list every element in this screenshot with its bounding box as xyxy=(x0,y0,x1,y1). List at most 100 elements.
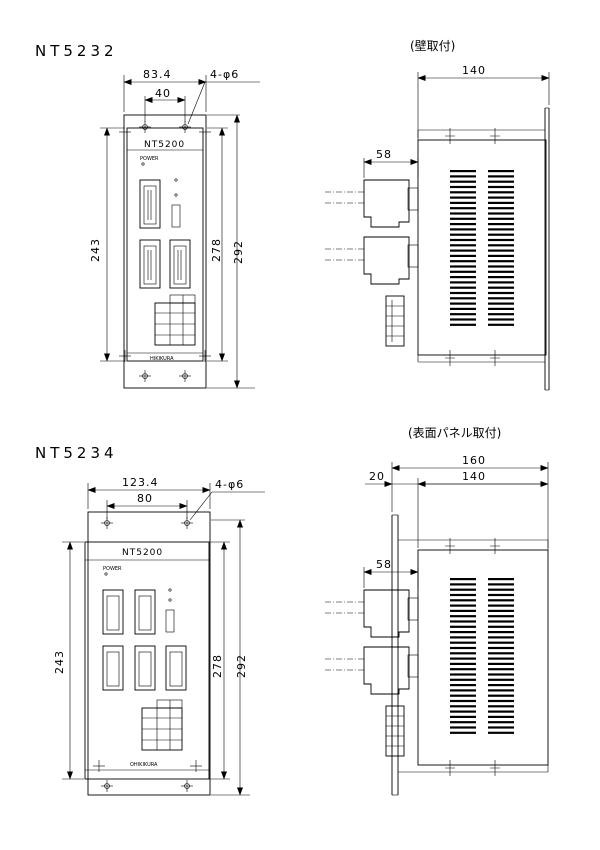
power-label: POWER xyxy=(140,156,159,162)
vent-slot xyxy=(450,260,476,263)
vent-slot xyxy=(450,694,476,697)
vent-slot xyxy=(450,678,476,681)
vent-slot xyxy=(488,244,514,247)
vent-slot xyxy=(450,625,476,628)
vent-slot xyxy=(488,217,514,220)
vent-slot xyxy=(450,286,476,289)
vent-slot xyxy=(488,297,514,300)
vent-slot xyxy=(450,302,476,305)
dim-total-depth-nt5234: 160 xyxy=(462,454,486,467)
vent-slot xyxy=(488,588,514,591)
vent-slot xyxy=(488,705,514,708)
vent-slot xyxy=(450,604,476,607)
vent-slot xyxy=(488,281,514,284)
vent-slot xyxy=(488,276,514,279)
vent-slot xyxy=(488,689,514,692)
vent-slot xyxy=(450,265,476,268)
vent-slot xyxy=(450,657,476,660)
vent-slot xyxy=(488,731,514,734)
vent-slot xyxy=(450,185,476,189)
vent-slots xyxy=(450,578,514,734)
dim-connector-nt5232: 58 xyxy=(376,148,392,161)
vent-slot xyxy=(488,636,514,639)
vent-slot xyxy=(450,652,476,655)
vent-slot xyxy=(488,302,514,305)
vent-slot xyxy=(450,281,476,284)
vent-slot xyxy=(450,313,476,316)
brand-label: HIKIKURA xyxy=(150,356,174,362)
vent-slot xyxy=(450,307,476,310)
vent-slot xyxy=(488,721,514,724)
vent-slot xyxy=(450,323,476,326)
mount-hole-icon xyxy=(119,121,211,382)
vent-slot xyxy=(450,217,476,220)
dim-depth-nt5232: 140 xyxy=(462,64,486,77)
vent-slot xyxy=(488,599,514,602)
vent-slot xyxy=(488,673,514,676)
vent-slot xyxy=(488,583,514,586)
vent-slot xyxy=(488,710,514,713)
vent-slot xyxy=(488,191,514,194)
vent-slot xyxy=(488,307,514,310)
panel-name: NT5200 xyxy=(122,548,163,558)
dim-hole-pitch-nt5234: 80 xyxy=(137,492,153,505)
vent-slot xyxy=(488,260,514,263)
vent-slot xyxy=(488,662,514,665)
side-view-nt5232: 140 58 xyxy=(325,64,550,391)
power-label: POWER xyxy=(103,566,122,572)
vent-slot xyxy=(488,238,514,242)
vent-slot xyxy=(450,196,476,199)
brand-label: OHIKIKURA xyxy=(130,762,158,768)
panel-name: NT5200 xyxy=(144,140,185,150)
vent-slot xyxy=(450,175,476,178)
vent-slot xyxy=(450,170,476,173)
vent-slot xyxy=(488,609,514,612)
vent-slots xyxy=(450,170,514,326)
dim-height-292-nt5234: 292 xyxy=(235,654,248,678)
vent-slot xyxy=(450,721,476,724)
vent-slot xyxy=(488,699,514,703)
vent-slot xyxy=(488,254,514,257)
vent-slot xyxy=(450,689,476,692)
vent-slot xyxy=(488,652,514,655)
vent-slot xyxy=(450,641,476,644)
vent-slot xyxy=(450,244,476,247)
vent-slot xyxy=(450,705,476,708)
vent-slot xyxy=(450,276,476,279)
dim-height-278-nt5234: 278 xyxy=(211,654,224,678)
dim-height-292-nt5232: 292 xyxy=(232,240,245,264)
dim-flange-nt5234: 20 xyxy=(369,470,385,483)
bolt-icon xyxy=(445,128,500,366)
vent-slot xyxy=(450,318,476,321)
dim-height-278-nt5232: 278 xyxy=(210,238,223,262)
vent-slot xyxy=(488,196,514,199)
vent-slot xyxy=(488,578,514,581)
view-label-panel-mount: (表面パネル取付) xyxy=(408,426,501,440)
vent-slot xyxy=(450,207,476,210)
vent-slot xyxy=(488,212,514,215)
vent-slot xyxy=(488,170,514,173)
mount-hole-icon xyxy=(93,517,202,792)
vent-slot xyxy=(450,291,476,295)
vent-slot xyxy=(450,180,476,183)
dim-height-243-nt5232: 243 xyxy=(89,238,102,262)
vent-slot xyxy=(488,694,514,697)
vent-slot xyxy=(488,270,514,273)
dim-hole-nt5234: 4-φ6 xyxy=(215,478,244,491)
vent-slot xyxy=(488,620,514,623)
vent-slot xyxy=(488,726,514,729)
vent-slot xyxy=(488,233,514,236)
vent-slot xyxy=(488,625,514,628)
vent-slot xyxy=(450,599,476,602)
vent-slot xyxy=(488,249,514,252)
vent-slot xyxy=(488,180,514,183)
vent-slot xyxy=(488,228,514,231)
vent-slot xyxy=(450,254,476,257)
dim-height-243-nt5234: 243 xyxy=(53,650,66,674)
dim-connector-nt5234: 58 xyxy=(376,558,392,571)
vent-slot xyxy=(488,323,514,326)
vent-slot xyxy=(488,201,514,204)
vent-slot xyxy=(488,318,514,321)
vent-slot xyxy=(450,212,476,215)
